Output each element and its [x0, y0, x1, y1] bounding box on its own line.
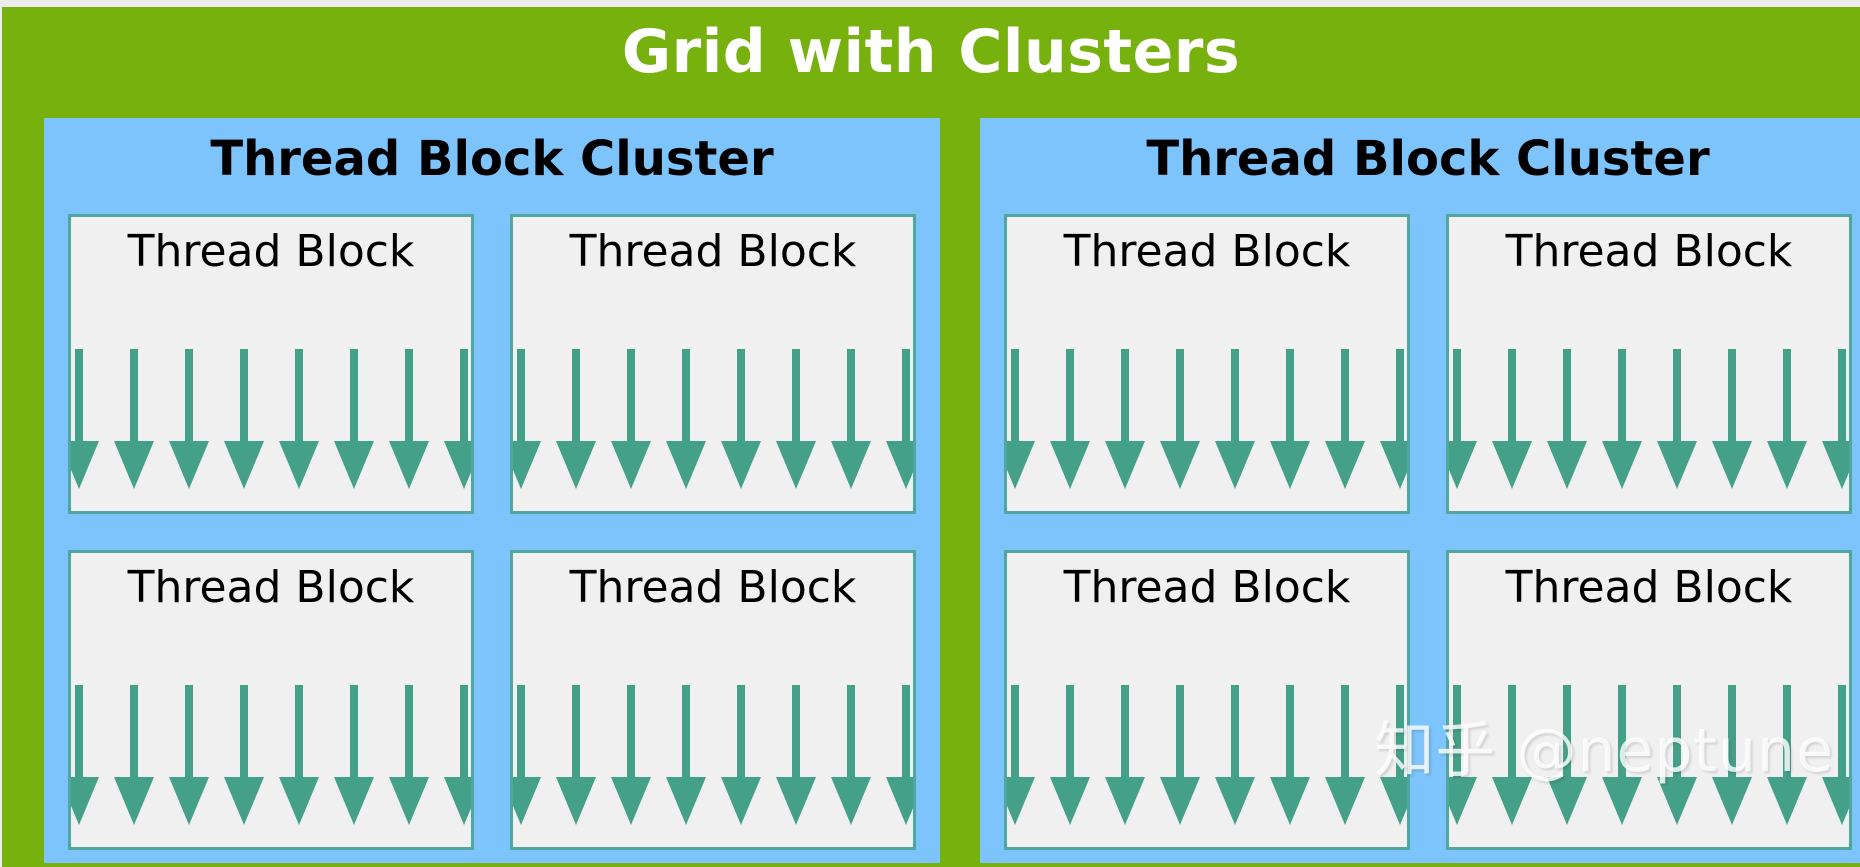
- cluster-2-label: Thread Block Cluster: [1146, 131, 1710, 187]
- thread-block-label: Thread Block: [1063, 226, 1351, 277]
- thread-arrow-icon: [1601, 685, 1642, 825]
- thread-block-cluster-2: Thread Block Cluster Thread Block: [980, 118, 1860, 863]
- thread-block-label: Thread Block: [1505, 562, 1793, 613]
- thread-arrow-icon: [775, 349, 816, 489]
- cluster-1-block-grid: Thread Block Thread Block: [68, 214, 916, 850]
- thread-block: Thread Block: [1446, 214, 1852, 514]
- thread-arrow-icon: [1007, 685, 1035, 825]
- thread-arrow-icon: [1711, 349, 1752, 489]
- thread-arrow-icon: [1049, 349, 1090, 489]
- thread-block: Thread Block: [1004, 550, 1410, 850]
- thread-arrow-row: [1449, 685, 1849, 825]
- page-title: Grid with Clusters: [621, 17, 1241, 87]
- thread-arrow-icon: [1546, 349, 1587, 489]
- thread-arrow-icon: [1821, 685, 1849, 825]
- thread-arrow-icon: [443, 685, 471, 825]
- thread-arrow-row: [1449, 349, 1849, 489]
- thread-block: Thread Block: [1004, 214, 1410, 514]
- thread-arrow-icon: [610, 685, 651, 825]
- thread-arrow-icon: [775, 685, 816, 825]
- thread-arrow-icon: [1546, 685, 1587, 825]
- thread-arrow-icon: [885, 685, 913, 825]
- thread-arrow-icon: [113, 349, 154, 489]
- thread-arrow-icon: [1449, 685, 1477, 825]
- thread-arrow-icon: [1379, 685, 1407, 825]
- thread-arrow-icon: [168, 349, 209, 489]
- thread-arrow-icon: [830, 349, 871, 489]
- thread-arrow-icon: [333, 685, 374, 825]
- thread-arrow-icon: [1324, 349, 1365, 489]
- cluster-1-label: Thread Block Cluster: [210, 131, 774, 187]
- thread-arrow-icon: [1104, 349, 1145, 489]
- thread-arrow-icon: [665, 685, 706, 825]
- thread-arrow-icon: [610, 349, 651, 489]
- thread-arrow-icon: [830, 685, 871, 825]
- thread-arrow-icon: [278, 349, 319, 489]
- thread-block-label: Thread Block: [127, 562, 415, 613]
- thread-arrow-icon: [1601, 349, 1642, 489]
- thread-block-label: Thread Block: [1063, 562, 1351, 613]
- thread-arrow-icon: [1269, 349, 1310, 489]
- thread-block: Thread Block: [68, 214, 474, 514]
- thread-arrow-icon: [720, 685, 761, 825]
- thread-arrow-icon: [1214, 685, 1255, 825]
- thread-arrow-icon: [513, 349, 541, 489]
- thread-arrow-icon: [1766, 349, 1807, 489]
- thread-arrow-icon: [885, 349, 913, 489]
- thread-arrow-icon: [1214, 349, 1255, 489]
- thread-arrow-icon: [223, 349, 264, 489]
- thread-arrow-icon: [1379, 349, 1407, 489]
- thread-block: Thread Block: [68, 550, 474, 850]
- thread-arrow-icon: [278, 685, 319, 825]
- thread-arrow-row: [71, 685, 471, 825]
- thread-block: Thread Block: [1446, 550, 1852, 850]
- thread-arrow-row: [1007, 685, 1407, 825]
- thread-arrow-row: [71, 349, 471, 489]
- cluster-2-block-grid: Thread Block Thread Block: [1004, 214, 1852, 850]
- thread-arrow-icon: [1324, 685, 1365, 825]
- thread-arrow-row: [513, 349, 913, 489]
- thread-block-label: Thread Block: [569, 226, 857, 277]
- thread-arrow-icon: [1159, 685, 1200, 825]
- thread-arrow-icon: [71, 349, 99, 489]
- thread-arrow-icon: [555, 349, 596, 489]
- thread-arrow-icon: [388, 349, 429, 489]
- thread-arrow-icon: [1007, 349, 1035, 489]
- thread-arrow-icon: [1159, 349, 1200, 489]
- thread-arrow-icon: [1269, 685, 1310, 825]
- thread-arrow-icon: [555, 685, 596, 825]
- thread-arrow-icon: [223, 685, 264, 825]
- thread-arrow-icon: [443, 349, 471, 489]
- grid-with-clusters-container: Grid with Clusters Thread Block Cluster …: [2, 7, 1860, 867]
- thread-arrow-icon: [665, 349, 706, 489]
- thread-arrow-icon: [1711, 685, 1752, 825]
- thread-block-label: Thread Block: [127, 226, 415, 277]
- thread-arrow-icon: [1491, 685, 1532, 825]
- thread-arrow-icon: [1656, 349, 1697, 489]
- thread-block-label: Thread Block: [1505, 226, 1793, 277]
- thread-arrow-icon: [113, 685, 154, 825]
- thread-arrow-icon: [1766, 685, 1807, 825]
- thread-arrow-icon: [1104, 685, 1145, 825]
- thread-arrow-icon: [333, 349, 374, 489]
- thread-block-label: Thread Block: [569, 562, 857, 613]
- thread-arrow-icon: [513, 685, 541, 825]
- thread-arrow-icon: [388, 685, 429, 825]
- thread-block: Thread Block: [510, 214, 916, 514]
- thread-block: Thread Block: [510, 550, 916, 850]
- thread-arrow-icon: [168, 685, 209, 825]
- thread-arrow-icon: [720, 349, 761, 489]
- thread-arrow-icon: [1491, 349, 1532, 489]
- thread-arrow-icon: [1821, 349, 1849, 489]
- thread-arrow-icon: [1049, 685, 1090, 825]
- thread-arrow-row: [1007, 349, 1407, 489]
- thread-block-cluster-1: Thread Block Cluster Thread Block: [44, 118, 940, 863]
- thread-arrow-row: [513, 685, 913, 825]
- thread-arrow-icon: [1656, 685, 1697, 825]
- thread-arrow-icon: [71, 685, 99, 825]
- thread-arrow-icon: [1449, 349, 1477, 489]
